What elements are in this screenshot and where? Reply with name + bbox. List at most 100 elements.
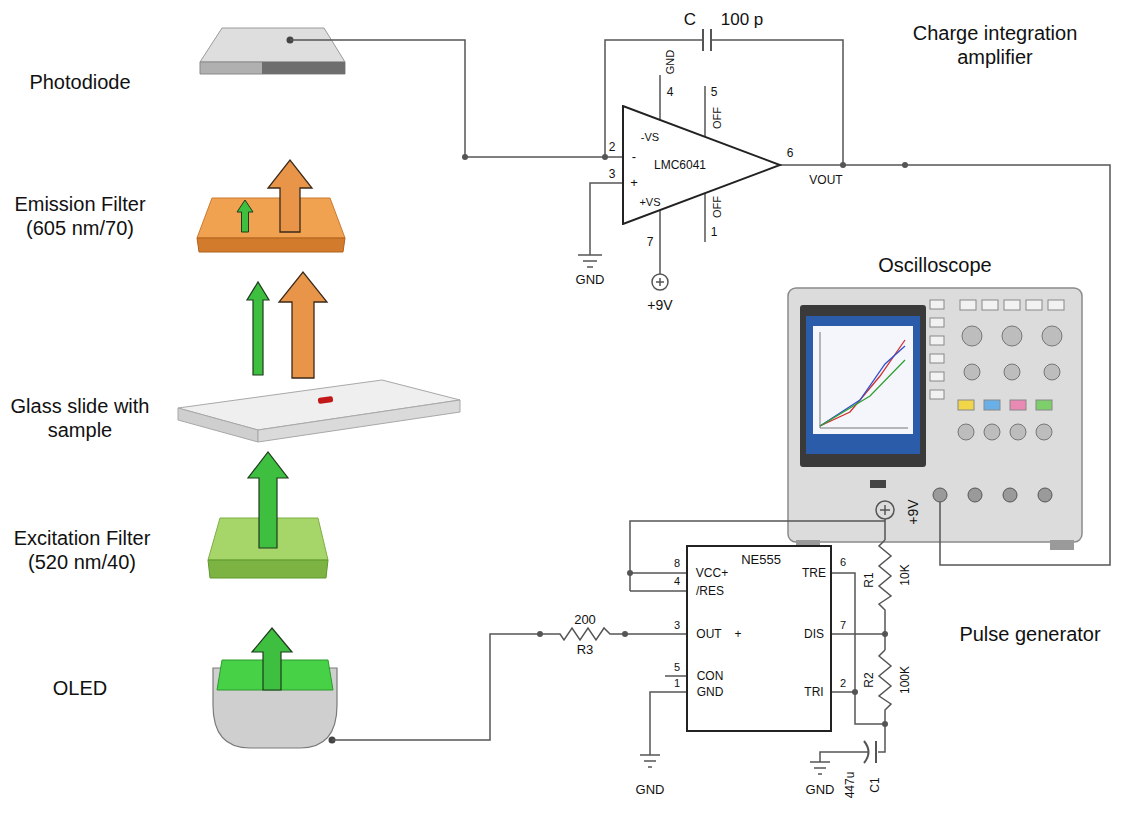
pin-number: 4	[674, 575, 680, 588]
pulse-generator-wiring-part	[644, 760, 656, 762]
amplifier-wiring-part	[659, 211, 661, 274]
pin-name: -VS	[641, 131, 659, 144]
oscilloscope-drawing-part	[930, 318, 944, 327]
junction-dots-part	[840, 162, 846, 168]
pulse-generator-wiring-part	[650, 692, 686, 755]
pin-number: 1	[674, 677, 680, 690]
pin-sign: +	[630, 175, 638, 191]
pulse-generator-wiring-part	[630, 590, 686, 592]
pin-number: 5	[674, 661, 680, 674]
oscilloscope-drawing-part	[984, 424, 1000, 440]
pulse-generator-wiring-part	[832, 633, 885, 635]
oscilloscope-drawing-part	[962, 326, 982, 346]
pulse-generator-wiring-part	[875, 741, 877, 763]
amplifier-wiring-part	[659, 75, 661, 119]
oscilloscope-drawing-part	[1026, 300, 1042, 310]
pulse-generator-wiring-part	[832, 573, 885, 724]
amplifier-wiring-part	[704, 86, 706, 136]
junction-dots-part	[462, 154, 468, 160]
amplifier-wiring-part	[605, 40, 703, 157]
oscilloscope-drawing-part	[1050, 540, 1074, 550]
pulse-generator-wiring-part	[665, 675, 686, 677]
pin-name: GND	[697, 685, 724, 699]
photodiode-drawing-part	[262, 62, 345, 74]
amplifier-wiring-part	[587, 266, 593, 268]
component-name: R1	[862, 572, 876, 587]
photodiode-drawing-part	[200, 28, 345, 62]
oscilloscope-drawing-part	[813, 326, 913, 434]
pin-name: TRI	[804, 685, 823, 699]
amplifier-wiring-part	[578, 254, 602, 256]
opamp-outline	[623, 106, 780, 224]
oscilloscope-drawing-part	[958, 400, 974, 410]
pin-number: 6	[787, 146, 794, 160]
junction-dots-part	[602, 154, 608, 160]
amplifier-wiring-part	[583, 260, 597, 262]
oscilloscope-drawing-part	[1003, 488, 1017, 502]
component-name: C	[684, 10, 696, 30]
oscilloscope-drawing-part	[820, 332, 821, 428]
junction-dots	[462, 154, 908, 727]
emission-filter-drawing-part	[197, 198, 345, 238]
oled-drawing	[213, 628, 337, 748]
pin-name: DIS	[804, 627, 824, 641]
oscilloscope-drawing-part	[806, 316, 920, 454]
ground-label: GND	[806, 782, 835, 798]
pin-name: VCC+	[696, 566, 728, 580]
junction-dots-part	[902, 162, 908, 168]
ground-label: GND	[576, 272, 605, 288]
oscilloscope-drawing-part	[1042, 326, 1062, 346]
component-value: 100 p	[721, 10, 764, 30]
part-label: Glass slide with sample	[5, 394, 155, 442]
oscilloscope-drawing-part	[930, 372, 944, 381]
oscilloscope-drawing-part	[982, 300, 998, 310]
pulse-generator-wiring-part	[878, 650, 891, 752]
oscilloscope-drawing-part	[1048, 300, 1064, 310]
amplifier-wiring	[290, 29, 1110, 565]
pin-number: 3	[674, 619, 680, 632]
pin-number: 4	[667, 85, 674, 99]
pulse-generator-wiring-part	[648, 766, 652, 768]
device-label: Oscilloscope	[878, 253, 991, 277]
oscilloscope-drawing-part	[820, 360, 905, 426]
pulse-generator-wiring	[332, 501, 894, 774]
glass-slide-drawing-part	[178, 408, 258, 442]
pin-sign: +	[734, 627, 741, 641]
oscilloscope-drawing	[788, 288, 1082, 550]
emission-filter-drawing-part	[268, 160, 312, 232]
oscilloscope-drawing-part	[1004, 364, 1020, 380]
supply-label: +9V	[905, 499, 922, 524]
pin-name: +VS	[639, 196, 660, 209]
part-label: Photodiode	[29, 70, 130, 94]
component-value: 100K	[898, 666, 912, 694]
amplifier-wiring-part	[590, 183, 622, 255]
amplifier-wiring-part	[704, 194, 706, 242]
pulse-generator-wiring-part	[630, 572, 686, 574]
oscilloscope-drawing-part	[968, 488, 982, 502]
pin-name: /RES	[696, 584, 724, 598]
oscilloscope-drawing-part	[1044, 364, 1060, 380]
oscilloscope-drawing-part	[870, 480, 886, 488]
pin-number: 5	[711, 85, 718, 99]
oscilloscope-drawing-part	[1010, 400, 1026, 410]
amplifier-wiring-part	[702, 29, 704, 51]
pin-number: 7	[647, 235, 654, 249]
part-label: Emission Filter (605 nm/70)	[5, 192, 155, 240]
pin-number: 6	[840, 556, 846, 569]
oscilloscope-drawing-part	[820, 346, 905, 426]
pin-number: 8	[674, 557, 680, 570]
excitation-filter-drawing	[208, 452, 328, 578]
ic-name: NE555	[741, 552, 781, 568]
oscilloscope-drawing-part	[1010, 424, 1026, 440]
pin-name: TRE	[802, 566, 826, 580]
amplifier-wiring-part	[780, 165, 1110, 565]
oscilloscope-drawing-part	[930, 390, 944, 399]
pulse-generator-wiring-part	[640, 754, 660, 756]
component-value: 10K	[898, 564, 912, 585]
pulse-generator-wiring-part	[332, 628, 686, 740]
oled-drawing-part	[252, 628, 292, 690]
light-arrows-part	[247, 282, 269, 375]
emission-filter-drawing-part	[197, 238, 345, 252]
pulse-generator-wiring-part	[814, 767, 826, 769]
